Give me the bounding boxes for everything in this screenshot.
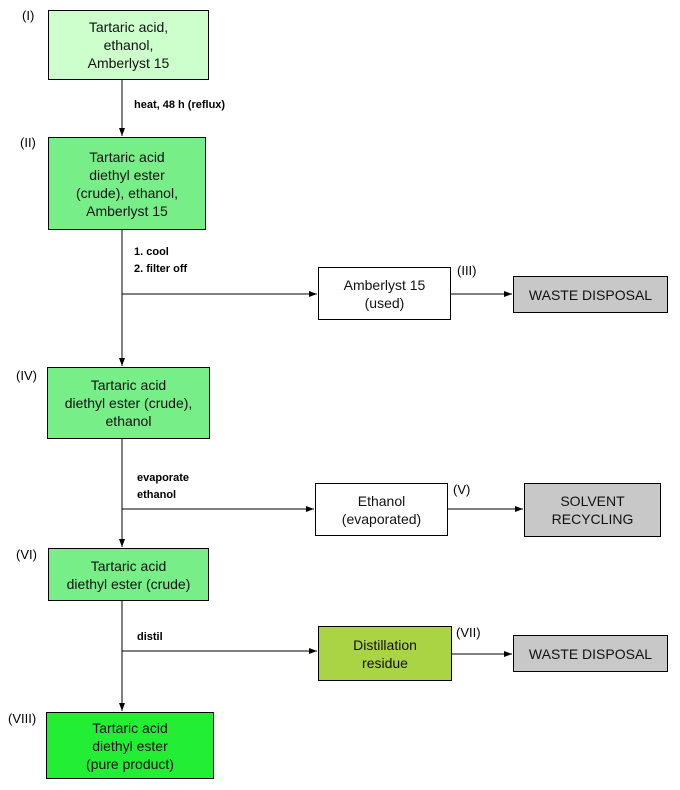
node-iv-number: (IV) <box>16 368 37 383</box>
node-vii-number: (VII) <box>456 625 481 640</box>
waste-disposal-2-box: WASTE DISPOSAL <box>513 635 668 672</box>
node-i-label: Tartaric acid, ethanol, Amberlyst 15 <box>87 19 170 71</box>
node-ii-label: Tartaric acid diethyl ester (crude), eth… <box>76 148 178 219</box>
node-vii-label: Distillation residue <box>353 636 417 671</box>
waste-disposal-1-box: WASTE DISPOSAL <box>513 276 668 313</box>
node-vii-box: Distillation residue <box>318 626 452 681</box>
node-ii-number: (II) <box>20 135 36 150</box>
node-viii-label: Tartaric acid diethyl ester (pure produc… <box>86 719 174 772</box>
node-vi-number: (VI) <box>16 547 37 562</box>
node-i-number: (I) <box>22 8 35 23</box>
step-distil-label: distil <box>137 631 163 643</box>
node-viii-box: Tartaric acid diethyl ester (pure produc… <box>46 712 214 779</box>
node-iv-label: Tartaric acid diethyl ester (crude), eth… <box>64 377 193 429</box>
waste-disposal-1-label: WASTE DISPOSAL <box>528 286 653 303</box>
waste-disposal-2-label: WASTE DISPOSAL <box>528 645 653 662</box>
step-evaporate-label: evaporate ethanol <box>137 472 189 501</box>
node-ii-box: Tartaric acid diethyl ester (crude), eth… <box>48 137 206 230</box>
step-cool-filter-label: 1. cool 2. filter off <box>134 246 188 275</box>
node-vi-box: Tartaric acid diethyl ester (crude) <box>48 548 209 601</box>
node-v-box: Ethanol (evaporated) <box>315 483 448 536</box>
node-i-box: Tartaric acid, ethanol, Amberlyst 15 <box>48 10 209 80</box>
step-heat-label: heat, 48 h (reflux) <box>134 99 226 111</box>
node-v-number: (V) <box>453 482 471 497</box>
node-iii-label: Amberlyst 15 (used) <box>343 276 426 311</box>
node-iv-box: Tartaric acid diethyl ester (crude), eth… <box>47 367 210 439</box>
solvent-recycling-label: SOLVENT RECYCLING <box>551 493 634 527</box>
solvent-recycling-box: SOLVENT RECYCLING <box>524 483 661 537</box>
node-iii-number: (III) <box>457 263 477 278</box>
node-iii-box: Amberlyst 15 (used) <box>318 267 451 320</box>
node-viii-number: (VIII) <box>8 711 37 726</box>
node-v-label: Ethanol (evaporated) <box>341 492 422 527</box>
node-vi-label: Tartaric acid diethyl ester (crude) <box>66 557 191 592</box>
